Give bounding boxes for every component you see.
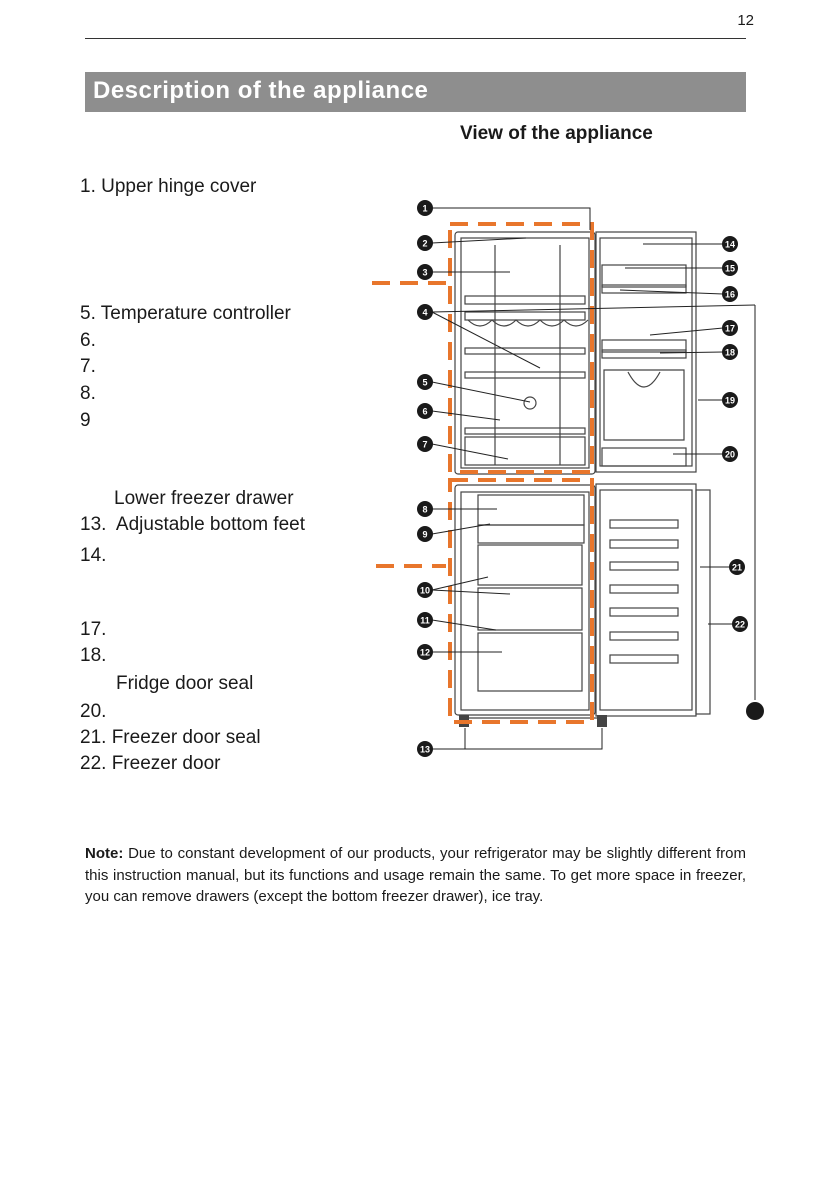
callout-2: 2 [417, 235, 433, 251]
part-item-9: 9 [80, 410, 91, 431]
svg-text:9: 9 [422, 530, 427, 540]
callout-1: 1 [417, 200, 433, 216]
appliance-diagram: 1 2 3 4 5 6 7 8 9 10 11 12 13 14 15 16 1… [372, 200, 764, 757]
note-paragraph: Note: Due to constant development of our… [85, 843, 746, 908]
callout-9: 9 [417, 526, 433, 542]
part-item-22: 22. Freezer door [80, 753, 221, 774]
svg-text:19: 19 [725, 396, 735, 406]
svg-text:13: 13 [420, 745, 430, 755]
callout-8: 8 [417, 501, 433, 517]
part-item-14: 14. [80, 545, 107, 566]
part-item-lower-freezer-drawer: Lower freezer drawer [114, 488, 294, 509]
callout-5: 5 [417, 374, 433, 390]
callout-4: 4 [417, 304, 433, 320]
svg-text:21: 21 [732, 563, 742, 573]
callout-3: 3 [417, 264, 433, 280]
callout-20: 20 [722, 446, 738, 462]
callout-12: 12 [417, 644, 433, 660]
svg-text:2: 2 [422, 239, 427, 249]
freezer-door [595, 483, 711, 717]
part-item-fridge-door-seal: Fridge door seal [116, 673, 254, 694]
part-item-18: 18. [80, 645, 107, 666]
view-title: View of the appliance [460, 123, 653, 144]
callout-16: 16 [722, 286, 738, 302]
callout-10: 10 [417, 582, 433, 598]
svg-text:16: 16 [725, 290, 735, 300]
callout-6: 6 [417, 403, 433, 419]
section-title: Description of the appliance [93, 77, 429, 104]
callout-19: 19 [722, 392, 738, 408]
svg-text:11: 11 [420, 616, 430, 626]
highlight-dashes [372, 222, 594, 724]
note-label: Note: [85, 845, 124, 862]
page-number: 12 [737, 12, 754, 29]
svg-text:7: 7 [422, 440, 427, 450]
svg-text:1: 1 [422, 204, 427, 214]
freezer-cabinet [454, 484, 605, 719]
svg-text:14: 14 [725, 240, 735, 250]
part-item-6: 6. [80, 330, 96, 351]
adjustable-feet [459, 715, 607, 727]
svg-text:22: 22 [735, 620, 745, 630]
section-banner: Description of the appliance [85, 72, 746, 112]
leader-lines [431, 207, 756, 750]
part-item-17: 17. [80, 619, 107, 640]
svg-text:20: 20 [725, 450, 735, 460]
part-item-13: 13. Adjustable bottom feet [80, 514, 305, 535]
callout-14: 14 [722, 236, 738, 252]
callout-13: 13 [417, 741, 433, 757]
part-item-8: 8. [80, 383, 96, 404]
note-text: Due to constant development of our produ… [85, 845, 746, 905]
header-divider [85, 38, 746, 39]
svg-text:10: 10 [420, 586, 430, 596]
svg-text:4: 4 [422, 308, 427, 318]
svg-text:6: 6 [422, 407, 427, 417]
svg-text:15: 15 [725, 264, 735, 274]
part-item-21: 21. Freezer door seal [80, 727, 261, 748]
callout-17: 17 [722, 320, 738, 336]
svg-text:17: 17 [725, 324, 735, 334]
callout-7: 7 [417, 436, 433, 452]
part-item-7: 7. [80, 356, 96, 377]
callout-11: 11 [417, 612, 433, 628]
callout-18: 18 [722, 344, 738, 360]
callout-15: 15 [722, 260, 738, 276]
part-item-1: 1. Upper hinge cover [80, 176, 257, 197]
svg-text:18: 18 [725, 348, 735, 358]
svg-text:8: 8 [422, 505, 427, 515]
svg-text:5: 5 [422, 378, 427, 388]
svg-text:3: 3 [422, 268, 427, 278]
part-item-5: 5. Temperature controller [80, 303, 291, 324]
fridge-cabinet [454, 231, 596, 475]
extra-callout-dot [746, 702, 764, 720]
part-item-20: 20. [80, 701, 107, 722]
svg-text:12: 12 [420, 648, 430, 658]
callout-22: 22 [732, 616, 748, 632]
callout-21: 21 [729, 559, 745, 575]
